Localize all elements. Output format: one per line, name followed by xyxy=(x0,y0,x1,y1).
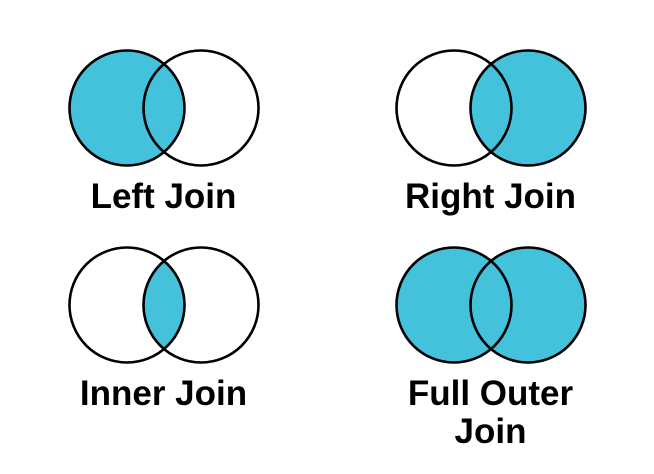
venn-label-inner-join: Inner Join xyxy=(79,374,248,413)
venn-diagram-full-outer-join: Full Outer Join xyxy=(327,238,654,474)
venn-label-right-join: Right Join xyxy=(404,177,577,216)
venn-circles-left-join xyxy=(67,49,260,167)
venn-label-left-join: Left Join xyxy=(90,177,237,216)
venn-diagram-inner-join: Inner Join xyxy=(0,238,327,474)
venn-circles-full-outer-join xyxy=(394,246,587,364)
venn-diagram-right-join: Right Join xyxy=(327,0,654,238)
venn-circles-inner-join xyxy=(67,246,260,364)
venn-circles-right-join xyxy=(394,49,587,167)
venn-diagram-left-join: Left Join xyxy=(0,0,327,238)
venn-label-full-outer-join: Full Outer Join xyxy=(407,374,574,452)
